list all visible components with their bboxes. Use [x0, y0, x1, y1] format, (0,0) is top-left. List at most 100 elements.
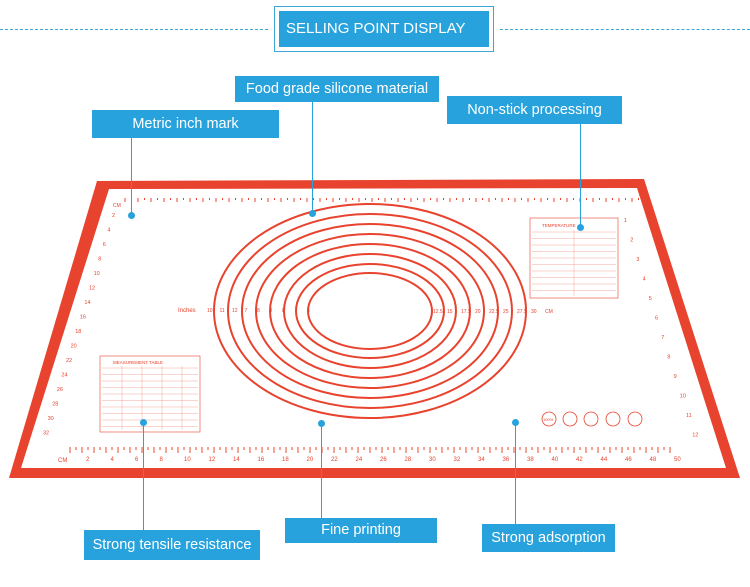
safety-icons: 100% — [541, 411, 643, 427]
circle-left-label: 6 — [307, 308, 310, 314]
circle-right-label: 30 — [531, 309, 537, 315]
bottom-ruler-label: 42 — [576, 457, 583, 463]
connector-non-stick — [580, 124, 581, 226]
bottom-ruler-label: 38 — [527, 457, 534, 463]
dot-adsorption — [512, 419, 519, 426]
right-ruler-label: 3 — [636, 257, 639, 263]
circle-right-label: 22.5 — [489, 309, 499, 315]
mat-surface — [21, 188, 726, 468]
left-ruler-label: 28 — [52, 402, 58, 408]
left-ruler-label: 20 — [71, 344, 77, 350]
right-ruler-label: 7 — [661, 335, 664, 341]
dot-metric-inch — [128, 212, 135, 219]
circle-right-label: 12.5 — [433, 309, 443, 315]
right-ruler-label: 12 — [692, 433, 698, 439]
left-ruler-label: 32 — [43, 431, 49, 437]
circle-left-label: 10 — [207, 308, 213, 314]
measurement-circles — [213, 203, 527, 419]
left-ruler-label: 4 — [107, 228, 110, 234]
callout-non-stick: Non-stick processing — [447, 96, 622, 124]
bottom-unit-cm: CM — [58, 458, 67, 464]
bottom-ruler — [69, 447, 671, 453]
bottom-ruler-label: 20 — [307, 457, 314, 463]
connector-metric-inch — [131, 138, 132, 215]
badge-100-icon — [541, 411, 557, 427]
circle-right-label: 17.5 — [461, 309, 471, 315]
circle-right-unit: CM — [545, 309, 553, 315]
page-title: SELLING POINT DISPLAY — [279, 11, 489, 47]
temperature-table: TEMPERATURE — [529, 217, 619, 299]
svg-text:100%: 100% — [543, 417, 554, 422]
top-ruler — [124, 198, 646, 202]
callout-adsorption: Strong adsorption — [482, 524, 615, 552]
header-frame — [274, 6, 494, 52]
circle-left-label: 12 — [232, 308, 238, 314]
circle-left-label: 7 — [245, 308, 248, 314]
connector-tensile — [143, 423, 144, 530]
left-ruler-label: 16 — [80, 315, 86, 321]
callout-fine-printing: Fine printing — [285, 518, 437, 543]
bottom-ruler-label: 18 — [282, 457, 289, 463]
connector-fine-printing — [321, 424, 322, 518]
circle-right-label: 27.5 — [517, 309, 527, 315]
left-ruler-label: 24 — [61, 373, 67, 379]
connector-food-grade — [312, 102, 313, 212]
bottom-ruler-label: 26 — [380, 457, 387, 463]
right-ruler-label: 5 — [649, 296, 652, 302]
right-ruler-label: 2 — [630, 238, 633, 244]
bottom-ruler-label: 22 — [331, 457, 338, 463]
right-ruler-label: 1 — [624, 218, 627, 224]
circle-left-label: 9 — [270, 308, 273, 314]
connector-adsorption — [515, 424, 516, 524]
bottom-ruler-label: 36 — [503, 457, 510, 463]
circle-left-label: 7 — [295, 308, 298, 314]
bottom-ruler-label: 30 — [429, 457, 436, 463]
dot-fine-printing — [318, 420, 325, 427]
left-ruler-label: 18 — [75, 329, 81, 335]
circle-right-label: 25 — [503, 309, 509, 315]
left-ruler-label: 8 — [98, 257, 101, 263]
left-ruler-label: 14 — [84, 300, 90, 306]
right-ruler-label: 9 — [674, 374, 677, 380]
circle-left-label: 8 — [257, 308, 260, 314]
bottom-ruler-label: 32 — [454, 457, 461, 463]
freezer-safe-icon — [583, 411, 599, 427]
dot-non-stick — [577, 224, 584, 231]
bottom-ruler-label: 4 — [111, 457, 115, 463]
callout-tensile: Strong tensile resistance — [84, 530, 260, 560]
bottom-ruler-label: 12 — [209, 457, 216, 463]
bottom-ruler-label: 50 — [674, 457, 681, 463]
left-ruler-label: 30 — [48, 416, 54, 422]
knife-icon — [627, 411, 643, 427]
left-ruler-label: 22 — [66, 358, 72, 364]
measurement-title: MEASUREMENT TABLE — [113, 360, 163, 365]
bottom-ruler-label: 24 — [356, 457, 363, 463]
dot-food-grade — [309, 210, 316, 217]
header-dashed-line-right — [500, 29, 750, 30]
heat-safe-icon — [605, 411, 621, 427]
left-ruler-label: 10 — [94, 271, 100, 277]
bottom-ruler-label: 14 — [233, 457, 240, 463]
left-ruler-label: 26 — [57, 387, 63, 393]
right-ruler-label: 8 — [667, 355, 670, 361]
bottom-ruler-label: 40 — [552, 457, 559, 463]
bottom-ruler-label: 8 — [160, 457, 164, 463]
bottom-ruler-label: 10 — [184, 457, 191, 463]
bottom-ruler-label: 28 — [405, 457, 412, 463]
temperature-title: TEMPERATURE — [542, 223, 576, 228]
bottom-ruler-label: 48 — [650, 457, 657, 463]
left-ruler-label: 6 — [103, 242, 106, 248]
left-ruler-label: 2 — [112, 213, 115, 219]
right-ruler-label: 4 — [643, 277, 646, 283]
measurement-table: MEASUREMENT TABLE — [99, 355, 201, 433]
circle-left-label: 8 — [282, 308, 285, 314]
right-ruler-label: 6 — [655, 316, 658, 322]
callout-metric-inch: Metric inch mark — [92, 110, 279, 138]
bottom-ruler-label: 6 — [135, 457, 139, 463]
